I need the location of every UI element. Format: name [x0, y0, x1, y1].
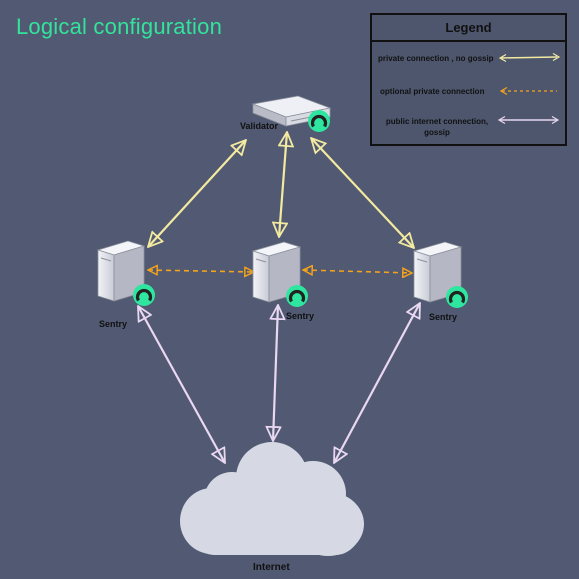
legend-item-public-swatch [497, 115, 560, 125]
internet-label: Internet [253, 562, 290, 573]
internet-node: Internet [180, 442, 364, 573]
legend-box: Legend private connection , no gossip op… [370, 13, 567, 146]
link-validator-sentry-center [279, 132, 287, 237]
cloud-icon [180, 442, 364, 556]
link-sentry-center-sentry-right [303, 270, 412, 273]
link-validator-sentry-right [311, 138, 414, 248]
sentry-center-label: Sentry [286, 311, 314, 321]
page-title: Logical configuration [16, 14, 223, 39]
validator-badge-icon [308, 110, 330, 132]
link-sentry-left-sentry-center [148, 270, 254, 272]
legend-item-private-label: private connection , no gossip [378, 54, 494, 63]
validator-node: Validator [240, 95, 332, 132]
sentry-center-badge-icon [286, 285, 308, 307]
sentry-left-label: Sentry [99, 319, 127, 329]
link-sentry-right-internet [333, 303, 421, 463]
sentry-right-node: Sentry [412, 241, 468, 322]
sentry-right-label: Sentry [429, 312, 457, 322]
legend-item-optional-swatch [499, 86, 557, 96]
legend-item-public-label: public internet connection, gossip [385, 117, 489, 137]
link-sentry-left-internet [138, 306, 225, 463]
sentry-right-badge-icon [446, 286, 468, 308]
link-validator-sentry-left [148, 140, 246, 247]
legend-title: Legend [372, 15, 565, 42]
legend-item-optional-label: optional private connection [380, 87, 485, 96]
validator-label: Validator [240, 121, 279, 131]
sentry-left-badge-icon [133, 284, 155, 306]
sentry-center-node: Sentry [251, 241, 314, 321]
sentry-left-node: Sentry [96, 240, 155, 329]
link-sentry-center-internet [273, 305, 278, 441]
legend-item-private-swatch [498, 53, 561, 63]
